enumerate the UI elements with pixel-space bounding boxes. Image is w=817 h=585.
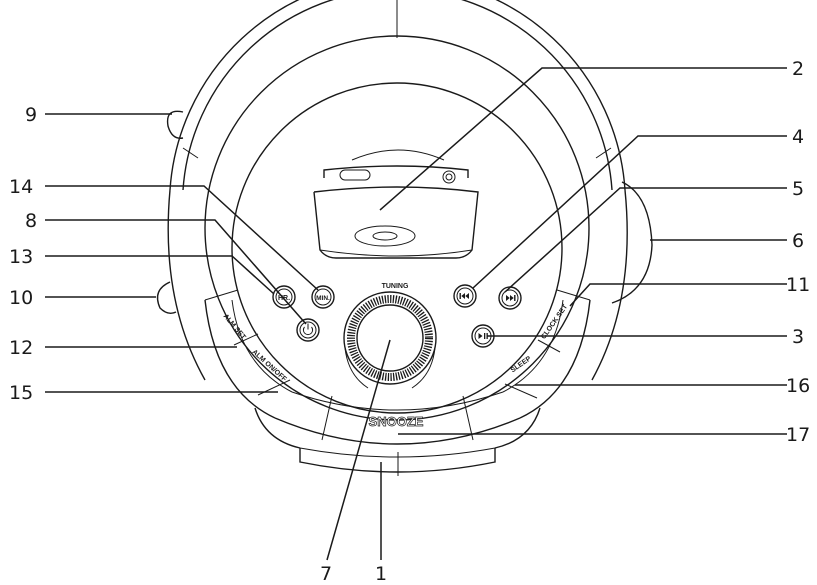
outer-housing — [167, 0, 628, 476]
callout-11: 11 — [786, 274, 810, 296]
callout-4: 4 — [792, 126, 804, 148]
callout-17: 17 — [786, 424, 810, 446]
previous-track-button[interactable] — [453, 284, 477, 308]
minute-button-label: MIN. — [316, 295, 330, 302]
previous-track-icon — [459, 293, 469, 299]
callout-16: 16 — [786, 375, 810, 397]
callout-2: 2 — [792, 58, 804, 80]
callout-15: 15 — [9, 382, 33, 404]
top-deck — [204, 35, 590, 421]
ipod-dock — [313, 149, 479, 259]
callout-5: 5 — [792, 178, 804, 200]
power-icon — [302, 323, 314, 336]
left-lower-tab — [156, 281, 177, 315]
callout-12: 12 — [9, 337, 33, 359]
snooze-label: SNOOZE — [369, 414, 424, 429]
tuning-label: TUNING — [382, 283, 409, 290]
callout-1: 1 — [375, 563, 387, 585]
right-side-knob — [611, 181, 653, 304]
tuning-knob[interactable] — [343, 291, 437, 389]
next-track-icon — [506, 295, 516, 301]
next-track-button[interactable] — [498, 286, 522, 310]
callout-9: 9 — [25, 104, 37, 126]
callout-7: 7 — [320, 563, 332, 585]
callout-6: 6 — [792, 230, 804, 252]
callout-3: 3 — [792, 326, 804, 348]
callout-14: 14 — [9, 176, 33, 198]
power-button[interactable] — [296, 318, 320, 342]
callout-13: 13 — [9, 246, 33, 268]
alm-set-label: ALM SET — [222, 313, 248, 342]
leader-lines — [45, 67, 787, 561]
callout-10: 10 — [9, 287, 33, 309]
front-control-ring — [204, 289, 591, 445]
minute-button[interactable]: MIN. — [311, 285, 335, 309]
left-upper-tab — [166, 110, 184, 139]
callout-8: 8 — [25, 210, 37, 232]
